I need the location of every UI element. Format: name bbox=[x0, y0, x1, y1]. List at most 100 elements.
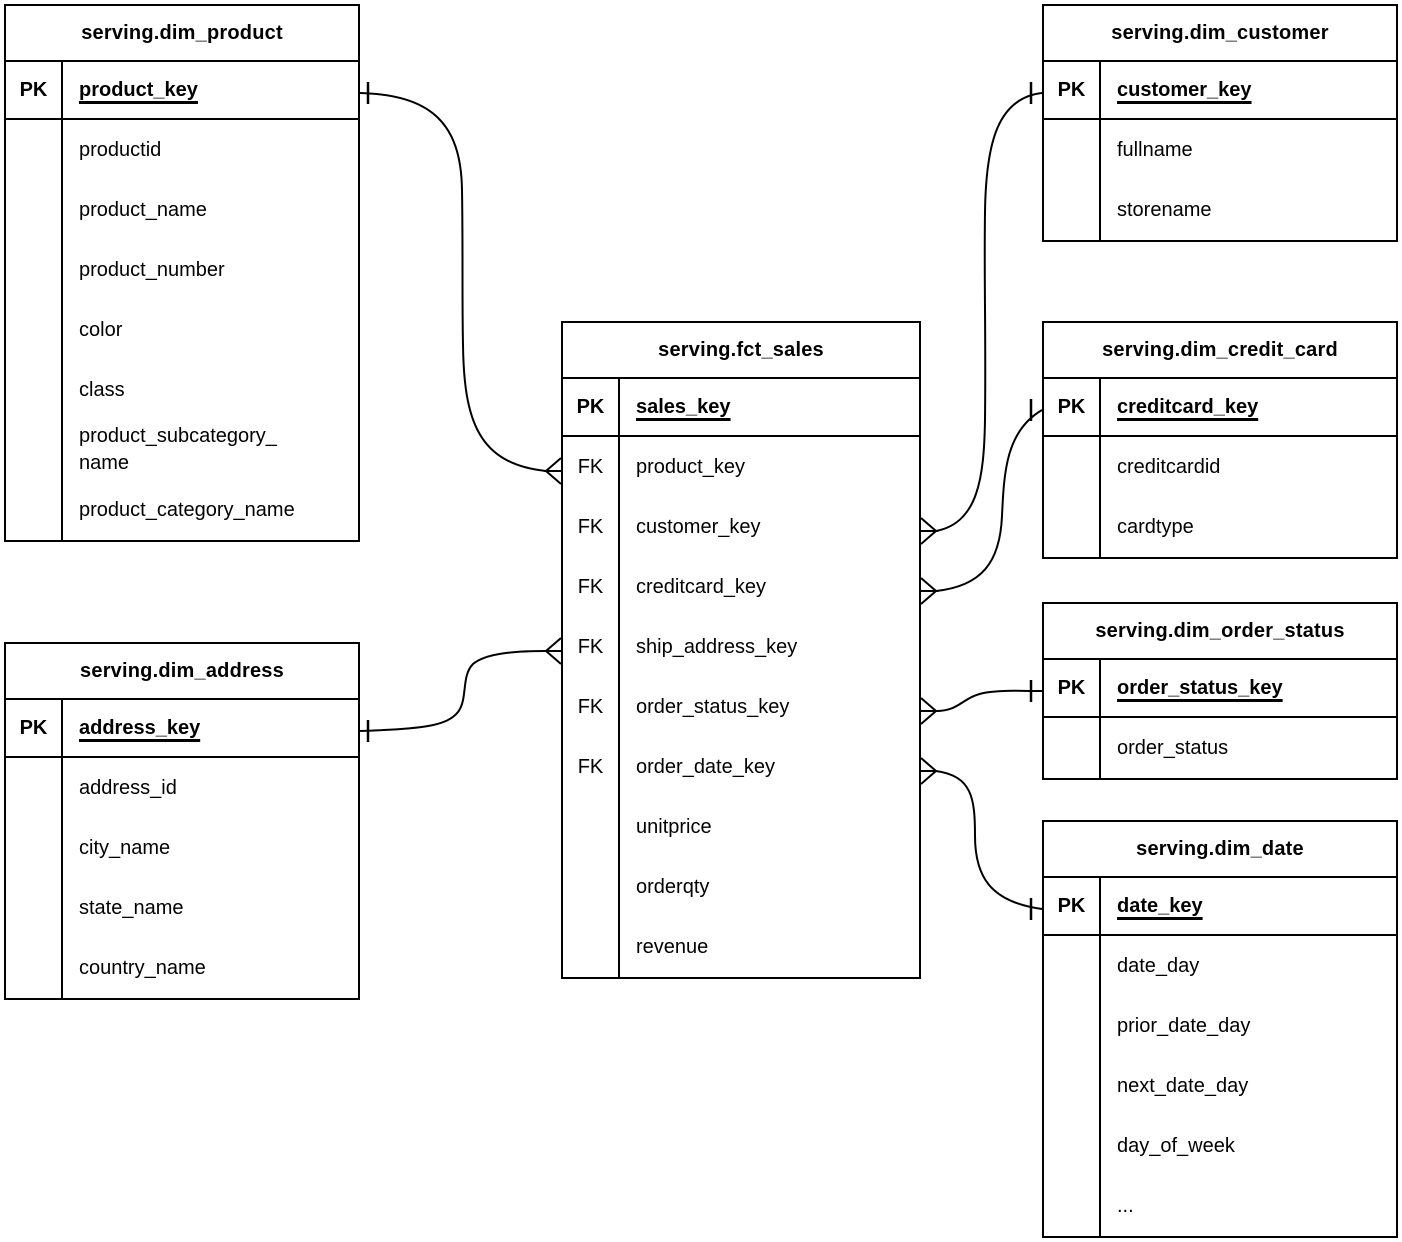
relationship-sales-order-status-line bbox=[935, 689, 1043, 712]
field-name: revenue bbox=[636, 935, 709, 958]
field-name: country_name bbox=[79, 956, 206, 979]
table-dim-order-status[interactable]: serving.dim_order_status PK order_status… bbox=[1042, 602, 1398, 780]
crowfoot-many-date-end bbox=[920, 757, 939, 785]
field-row: FK product_key bbox=[563, 437, 919, 497]
primary-key-row: PK address_key bbox=[6, 700, 358, 758]
table-dim-date[interactable]: serving.dim_date PK date_key date_day pr… bbox=[1042, 820, 1398, 1238]
relationship-sales-product-line bbox=[359, 92, 547, 472]
field-name: storename bbox=[1117, 198, 1212, 221]
fk-badge: FK bbox=[563, 437, 620, 497]
field-name: creditcard_key bbox=[636, 575, 767, 598]
field-tag bbox=[6, 300, 63, 360]
table-dim-customer[interactable]: serving.dim_customer PK customer_key ful… bbox=[1042, 4, 1398, 242]
pk-badge: PK bbox=[1044, 62, 1101, 118]
field-name: order_date_key bbox=[636, 755, 775, 778]
relationship-sales-creditcard-line bbox=[935, 409, 1043, 592]
pk-badge: PK bbox=[1044, 379, 1101, 435]
field-row: ... bbox=[1044, 1176, 1396, 1236]
table-title: serving.dim_product bbox=[6, 6, 358, 62]
field-row: date_day bbox=[1044, 936, 1396, 996]
field-row: product_number bbox=[6, 240, 358, 300]
field-row: product_name bbox=[6, 180, 358, 240]
field-row: product_subcategory_ name bbox=[6, 420, 358, 480]
field-row: FK order_status_key bbox=[563, 677, 919, 737]
field-tag bbox=[563, 857, 620, 917]
field-row: fullname bbox=[1044, 120, 1396, 180]
field-row: revenue bbox=[563, 917, 919, 977]
field-row: day_of_week bbox=[1044, 1116, 1396, 1176]
field-row: orderqty bbox=[563, 857, 919, 917]
field-name: product_subcategory_ name bbox=[79, 425, 277, 474]
pk-badge: PK bbox=[1044, 878, 1101, 934]
crowfoot-many-order-status-end bbox=[920, 697, 939, 725]
field-row: FK order_date_key bbox=[563, 737, 919, 797]
primary-key-row: PK order_status_key bbox=[1044, 660, 1396, 718]
fk-badge: FK bbox=[563, 677, 620, 737]
field-row: product_category_name bbox=[6, 480, 358, 540]
field-name: class bbox=[79, 378, 125, 401]
field-row: color bbox=[6, 300, 358, 360]
field-name: orderqty bbox=[636, 875, 710, 898]
field-tag bbox=[6, 938, 63, 998]
field-name: prior_date_day bbox=[1117, 1014, 1251, 1037]
field-tag bbox=[1044, 718, 1101, 778]
table-fct-sales[interactable]: serving.fct_sales PK sales_key FK produc… bbox=[561, 321, 921, 979]
fk-badge: FK bbox=[563, 557, 620, 617]
field-row: productid bbox=[6, 120, 358, 180]
field-tag bbox=[1044, 180, 1101, 240]
primary-key-field: product_key bbox=[79, 78, 198, 101]
field-name: unitprice bbox=[636, 815, 712, 838]
field-name: product_category_name bbox=[79, 498, 295, 521]
field-name: ... bbox=[1117, 1194, 1134, 1217]
primary-key-row: PK product_key bbox=[6, 62, 358, 120]
pk-badge: PK bbox=[6, 62, 63, 118]
table-dim-product[interactable]: serving.dim_product PK product_key produ… bbox=[4, 4, 360, 542]
primary-key-field: creditcard_key bbox=[1117, 395, 1259, 418]
field-tag bbox=[1044, 120, 1101, 180]
field-name: product_name bbox=[79, 198, 207, 221]
field-tag bbox=[6, 180, 63, 240]
field-name: ship_address_key bbox=[636, 635, 798, 658]
field-row: FK creditcard_key bbox=[563, 557, 919, 617]
field-name: creditcardid bbox=[1117, 455, 1221, 478]
field-row: prior_date_day bbox=[1044, 996, 1396, 1056]
field-name: product_key bbox=[636, 455, 745, 478]
field-name: state_name bbox=[79, 896, 184, 919]
field-tag bbox=[6, 120, 63, 180]
primary-key-row: PK creditcard_key bbox=[1044, 379, 1396, 437]
table-dim-address[interactable]: serving.dim_address PK address_key addre… bbox=[4, 642, 360, 1000]
table-dim-credit-card[interactable]: serving.dim_credit_card PK creditcard_ke… bbox=[1042, 321, 1398, 559]
field-tag bbox=[6, 420, 63, 480]
primary-key-field: order_status_key bbox=[1117, 676, 1283, 699]
crowfoot-many-product-end bbox=[543, 457, 562, 485]
field-tag bbox=[563, 797, 620, 857]
field-name: next_date_day bbox=[1117, 1074, 1249, 1097]
field-name: day_of_week bbox=[1117, 1134, 1235, 1157]
primary-key-field: sales_key bbox=[636, 395, 731, 418]
field-tag bbox=[1044, 1116, 1101, 1176]
table-title: serving.dim_address bbox=[6, 644, 358, 700]
table-title: serving.dim_customer bbox=[1044, 6, 1396, 62]
field-name: date_day bbox=[1117, 954, 1200, 977]
field-row: state_name bbox=[6, 878, 358, 938]
field-row: creditcardid bbox=[1044, 437, 1396, 497]
field-name: cardtype bbox=[1117, 515, 1194, 538]
field-tag bbox=[1044, 437, 1101, 497]
field-row: unitprice bbox=[563, 797, 919, 857]
field-tag bbox=[1044, 1056, 1101, 1116]
primary-key-field: address_key bbox=[79, 716, 201, 739]
field-name: order_status bbox=[1117, 736, 1229, 759]
primary-key-row: PK date_key bbox=[1044, 878, 1396, 936]
relationship-sales-date-line bbox=[935, 770, 1043, 910]
field-name: color bbox=[79, 318, 123, 341]
field-tag bbox=[6, 818, 63, 878]
field-tag bbox=[6, 878, 63, 938]
field-tag bbox=[6, 360, 63, 420]
field-name: order_status_key bbox=[636, 695, 790, 718]
field-tag bbox=[1044, 936, 1101, 996]
field-row: FK ship_address_key bbox=[563, 617, 919, 677]
crowfoot-many-customer-end bbox=[920, 517, 939, 545]
field-row: cardtype bbox=[1044, 497, 1396, 557]
field-row: order_status bbox=[1044, 718, 1396, 778]
